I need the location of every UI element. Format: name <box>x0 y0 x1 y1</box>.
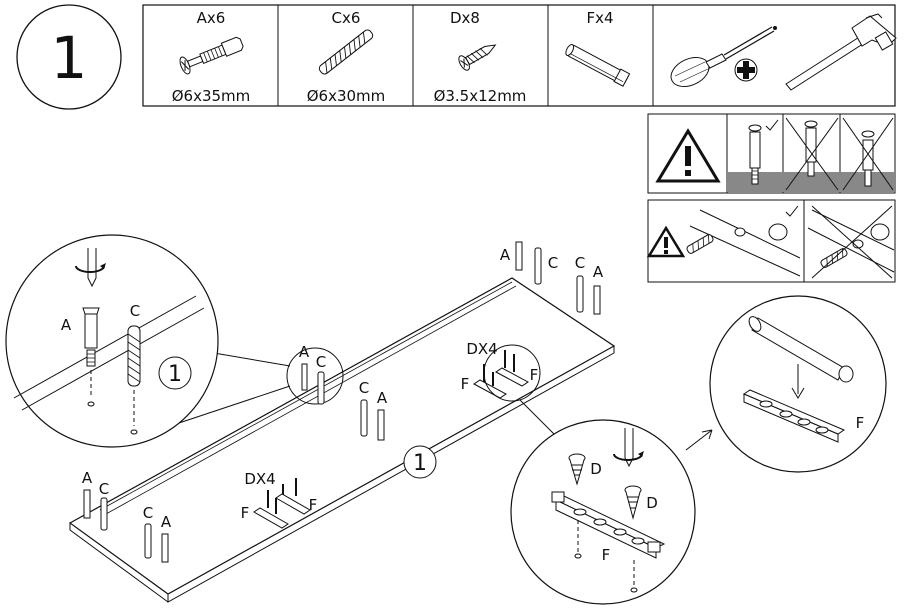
screwdriver-icon <box>670 26 777 88</box>
dowel-detail-icon <box>127 325 141 435</box>
panel-number: 1 <box>413 451 427 476</box>
svg-text:C: C <box>99 480 109 498</box>
dowel-icon <box>318 29 374 75</box>
detail-circle-marker <box>483 344 541 402</box>
cam-bolt-correct-icon <box>748 119 779 185</box>
svg-text:F: F <box>856 414 865 432</box>
dowel-small-icon <box>686 234 714 254</box>
cam-bolt-incorrect-1-icon <box>785 117 839 191</box>
bracket-icon <box>565 43 631 87</box>
cam-bolt-incorrect-2-icon <box>842 117 894 191</box>
svg-text:F: F <box>530 366 539 384</box>
svg-text:C: C <box>316 353 326 371</box>
svg-text:C: C <box>548 254 558 272</box>
detail-bracket-screws: D D F <box>510 399 696 605</box>
part-c-size: Ø6x30mm <box>307 87 386 105</box>
arrow-icon <box>685 429 713 451</box>
svg-text:F: F <box>309 496 318 514</box>
svg-text:C: C <box>359 379 369 397</box>
warning-box-dowel <box>646 199 896 283</box>
svg-text:F: F <box>461 375 470 393</box>
hardware-top-right: A C C A <box>500 241 604 315</box>
screw-detail-2-icon <box>624 485 642 520</box>
svg-text:DX4: DX4 <box>244 470 275 488</box>
svg-text:D: D <box>590 460 602 478</box>
hardware-middle: C A <box>359 379 388 441</box>
part-a-size: Ø6x35mm <box>172 87 251 105</box>
part-d-code: Dx8 <box>450 9 480 27</box>
svg-text:A: A <box>61 316 72 334</box>
cam-bolt-detail-icon <box>82 307 100 407</box>
part-f-code: Fx4 <box>586 9 613 27</box>
svg-text:A: A <box>593 263 604 281</box>
warning-triangle-small-icon <box>646 225 686 258</box>
bracket-detail-icon <box>551 491 666 559</box>
step-indicator: 1 <box>16 4 122 110</box>
bracket-plate-icon <box>742 389 846 443</box>
detail-bracket-insert: F <box>709 295 887 473</box>
main-panel: 1 <box>68 277 616 603</box>
screw-icon <box>458 44 497 71</box>
hardware-dx4-lower: DX4 F F <box>241 470 318 529</box>
bracket-body-icon <box>748 316 854 383</box>
svg-text:C: C <box>575 254 585 272</box>
step-number: 1 <box>51 24 88 92</box>
svg-text:A: A <box>82 469 93 487</box>
parts-table: Ax6 Ø6x35mm Cx6 Ø6x30mm Dx8 Ø3.5x12mm <box>142 4 897 107</box>
svg-text:DX4: DX4 <box>466 340 497 358</box>
screw-detail-1-icon <box>568 453 586 486</box>
hammer-icon <box>785 13 897 91</box>
svg-text:A: A <box>377 389 388 407</box>
svg-text:A: A <box>299 343 310 361</box>
warning-box-cam-depth <box>647 113 896 194</box>
hardware-bottom-left: A C C A <box>82 469 172 563</box>
svg-text:A: A <box>500 246 511 264</box>
part-c-code: Cx6 <box>332 9 361 27</box>
detail-cam-dowel: A C 1 <box>5 234 291 448</box>
warning-triangle-icon <box>655 128 721 183</box>
phillips-head-icon <box>734 58 758 82</box>
svg-text:D: D <box>646 494 658 512</box>
cam-bolt-icon <box>179 36 244 75</box>
part-d-size: Ø3.5x12mm <box>434 87 527 105</box>
screwdriver-tip-2-icon <box>613 428 644 468</box>
svg-text:A: A <box>161 513 172 531</box>
down-arrow-icon <box>791 364 805 399</box>
hardware-circled-pair: A C <box>286 343 344 405</box>
svg-text:C: C <box>143 504 153 522</box>
svg-text:F: F <box>241 504 250 522</box>
svg-text:1: 1 <box>168 362 182 387</box>
screwdriver-tip-icon <box>75 248 106 288</box>
svg-text:C: C <box>130 302 140 320</box>
part-a-code: Ax6 <box>197 9 226 27</box>
svg-text:F: F <box>602 546 611 564</box>
